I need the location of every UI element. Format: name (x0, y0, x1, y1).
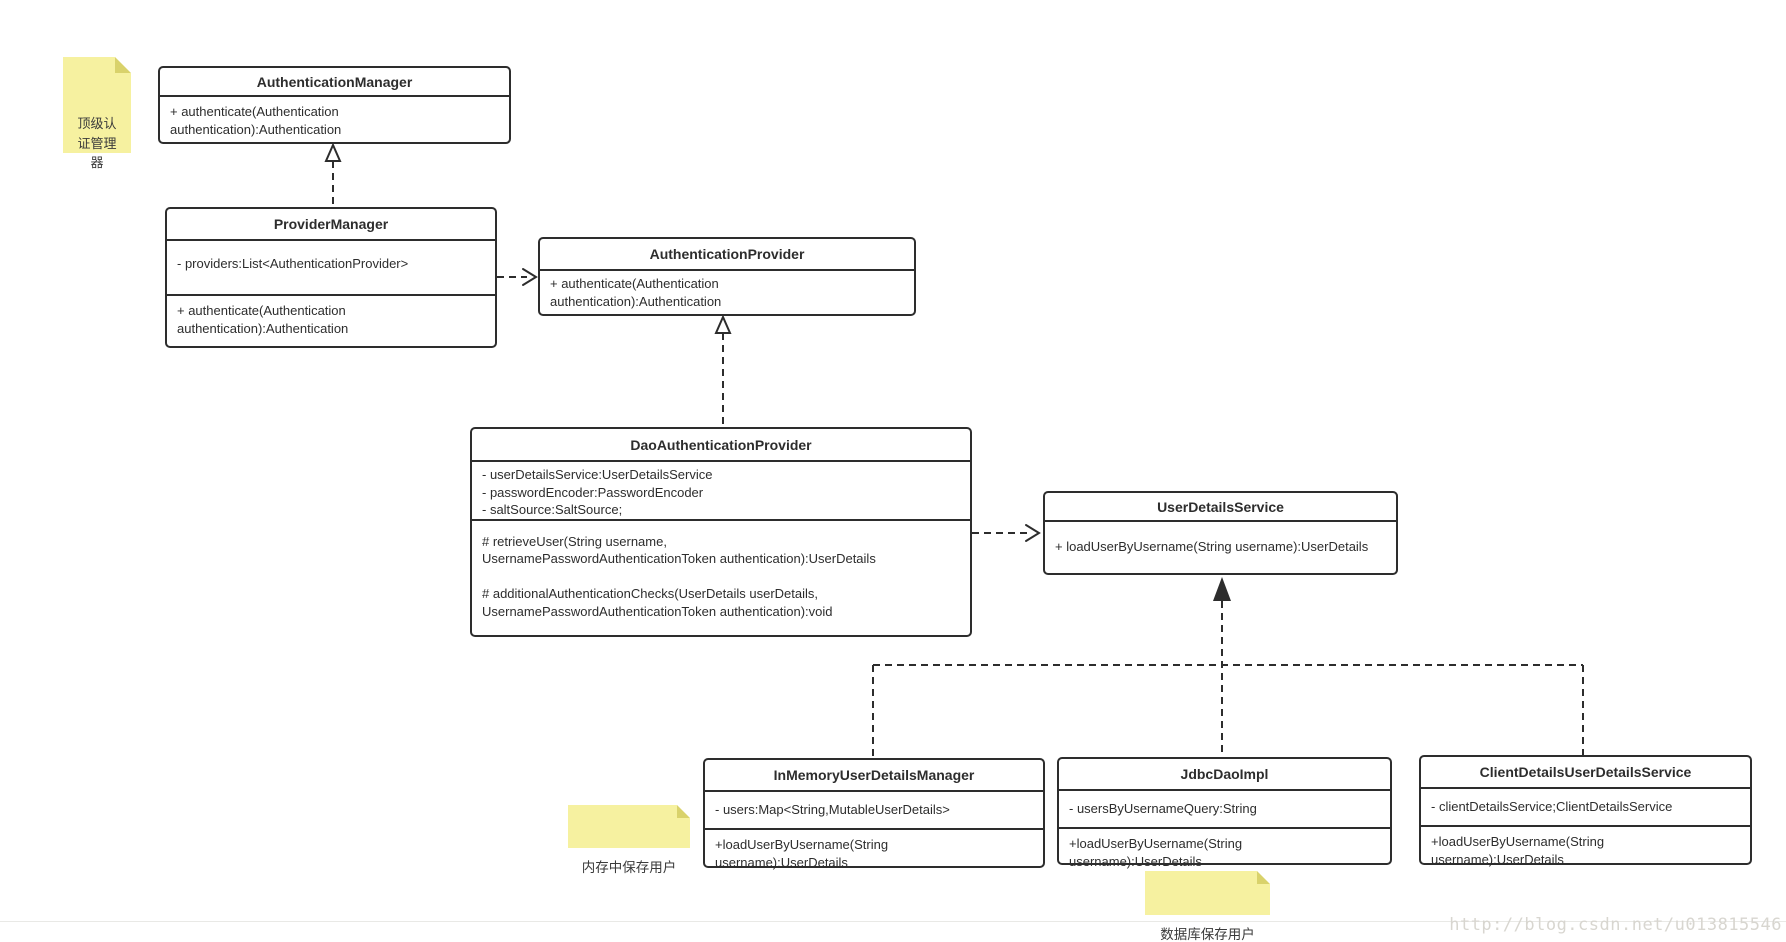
dependency-providermanager-to-authenticationprovider (497, 268, 538, 286)
realization-providermanager-to-authenticationmanager (324, 142, 342, 207)
class-methods: # retrieveUser(String username, Username… (472, 518, 970, 635)
note-in-memory-users: 内存中保存用户 (568, 805, 690, 875)
note-fold-corner (115, 57, 131, 73)
class-title: ProviderManager (273, 216, 389, 232)
note-fold-corner (677, 805, 690, 818)
realization-daoauthenticationprovider-to-authenticationprovider (714, 314, 732, 427)
class-title: UserDetailsService (1157, 498, 1284, 515)
class-dao-authentication-provider: DaoAuthenticationProvider - userDetailsS… (470, 427, 972, 637)
note-database-users: 数据库保存用户 (1145, 871, 1270, 942)
class-title: ClientDetailsUserDetailsService (1479, 764, 1692, 780)
class-title: AuthenticationProvider (649, 246, 805, 262)
page-boundary-line (0, 921, 1786, 922)
class-authentication-manager: AuthenticationManager + authenticate(Aut… (158, 66, 511, 144)
note-top-level-auth-manager: 顶级认 证管理 器 (63, 57, 131, 170)
note-text: 数据库保存用户 (1160, 926, 1255, 942)
class-title: DaoAuthenticationProvider (630, 436, 812, 453)
class-title: InMemoryUserDetailsManager (773, 767, 975, 783)
class-methods: + authenticate(Authentication authentica… (160, 95, 509, 142)
class-user-details-service: UserDetailsService + loadUserByUsername(… (1043, 491, 1398, 575)
note-fold-corner (1257, 871, 1270, 884)
note-text: 顶级认 证管理 器 (77, 116, 117, 170)
class-methods: +loadUserByUsername(String username):Use… (1421, 825, 1750, 868)
note-text: 内存中保存用户 (581, 859, 677, 875)
class-attributes: - usersByUsernameQuery:String (1059, 789, 1390, 827)
class-methods: + authenticate(Authentication authentica… (540, 269, 914, 314)
csdn-watermark: http://blog.csdn.net/u013815546 (1449, 915, 1782, 935)
dependency-daoauthenticationprovider-to-userdetailsservice (972, 524, 1041, 542)
class-attributes: - userDetailsService:UserDetailsService … (472, 460, 970, 519)
class-provider-manager: ProviderManager - providers:List<Authent… (165, 207, 497, 348)
class-attributes: - providers:List<AuthenticationProvider> (167, 239, 495, 294)
class-title: AuthenticationManager (256, 73, 413, 90)
class-methods: + loadUserByUsername(String username):Us… (1045, 520, 1396, 573)
class-title: JdbcDaoImpl (1180, 766, 1269, 782)
class-jdbc-dao-impl: JdbcDaoImpl - usersByUsernameQuery:Strin… (1057, 757, 1392, 869)
class-methods: + authenticate(Authentication authentica… (167, 294, 495, 346)
class-methods: +loadUserByUsername(String username):Use… (1059, 827, 1390, 870)
class-authentication-provider: AuthenticationProvider + authenticate(Au… (538, 237, 916, 316)
class-client-details-user-details-service: ClientDetailsUserDetailsService - client… (1419, 755, 1752, 868)
class-methods: +loadUserByUsername(String username):Use… (705, 828, 1043, 871)
class-in-memory-user-details-manager: InMemoryUserDetailsManager - users:Map<S… (703, 758, 1045, 871)
realization-implementations-to-userdetailsservice (872, 577, 1584, 758)
class-attributes: - users:Map<String,MutableUserDetails> (705, 790, 1043, 828)
class-attributes: - clientDetailsService;ClientDetailsServ… (1421, 787, 1750, 825)
